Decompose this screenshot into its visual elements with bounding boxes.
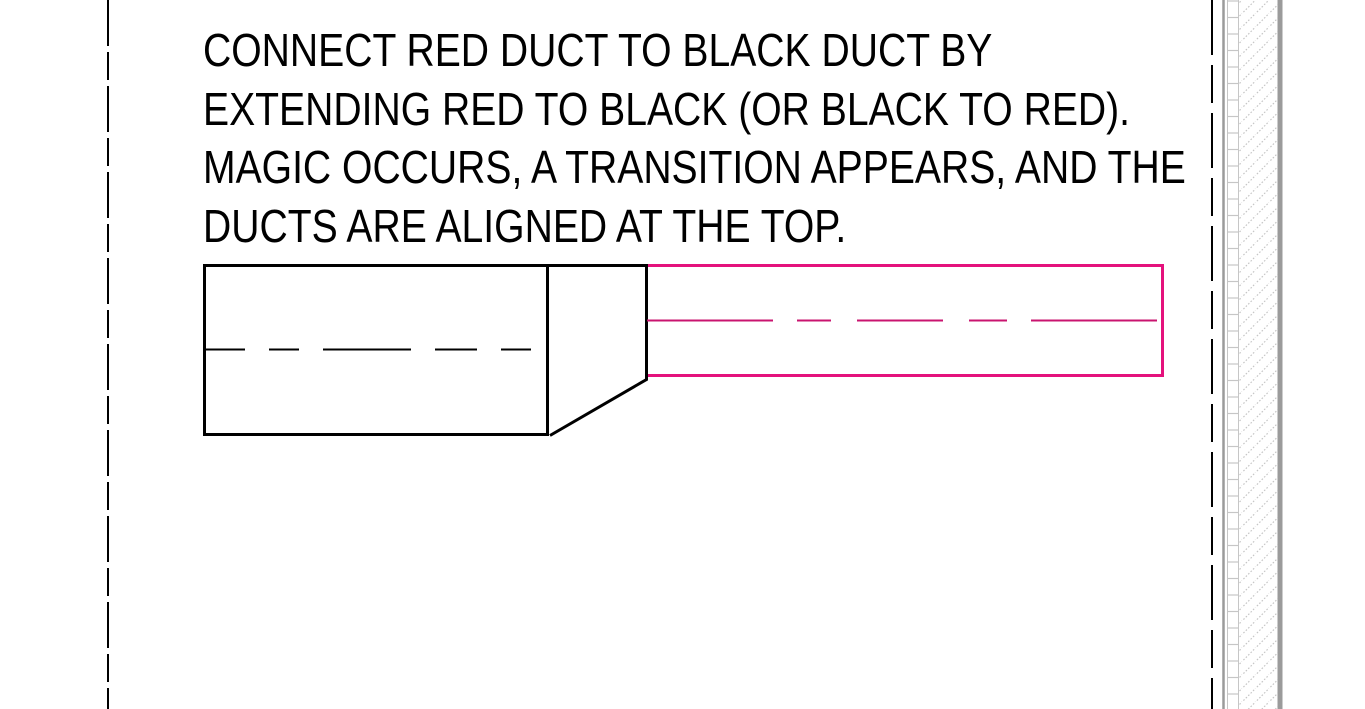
red-duct-body[interactable]	[648, 264, 1164, 377]
black-duct[interactable]	[203, 264, 648, 437]
wall-stud-layer	[1227, 0, 1239, 709]
annotation-line: CONNECT RED DUCT TO BLACK DUCT BY	[203, 24, 993, 76]
duct-transition[interactable]	[548, 264, 648, 437]
wall-section[interactable]	[1211, 0, 1283, 709]
wall-hatch-layer	[1239, 0, 1278, 709]
annotation-note: CONNECT RED DUCT TO BLACK DUCT BY EXTEND…	[203, 21, 1186, 255]
wall-exterior-face[interactable]	[1277, 0, 1283, 709]
annotation-line: EXTENDING RED TO BLACK (OR BLACK TO RED)…	[203, 82, 1131, 135]
red-duct[interactable]	[647, 264, 1164, 377]
annotation-line: DUCTS ARE ALIGNED AT THE TOP.	[203, 199, 847, 252]
annotation-line: MAGIC OCCURS, A TRANSITION APPEARS, AND …	[203, 141, 1186, 193]
